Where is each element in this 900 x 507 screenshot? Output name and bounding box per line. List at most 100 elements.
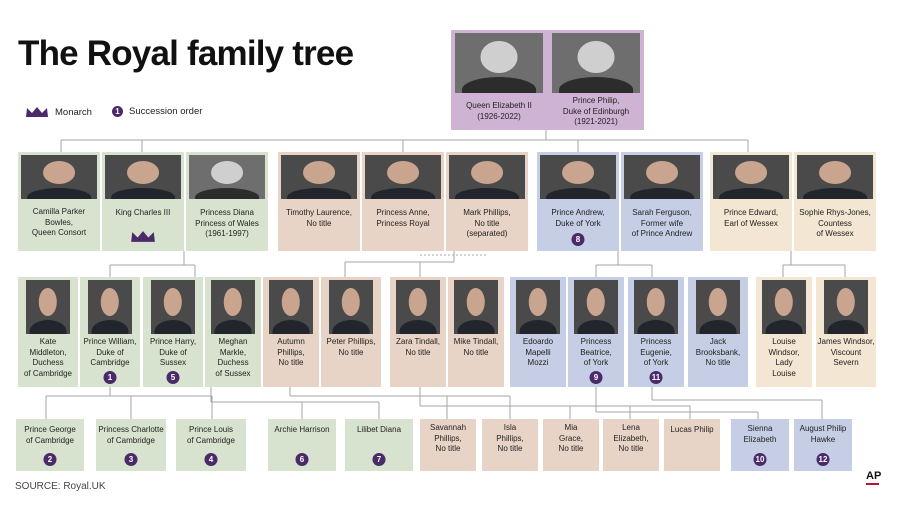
card-prince-louis[interactable]: Prince Louis of Cambridge 4 [176, 419, 246, 471]
portrait-image [574, 280, 618, 334]
person-name: Princess Beatrice, of York [580, 337, 612, 367]
succession-badge: 12 [816, 453, 830, 466]
card-king-charles[interactable]: King Charles III [102, 152, 184, 251]
card-princess-beatrice[interactable]: Princess Beatrice, of York 9 [568, 277, 624, 387]
source-note: SOURCE: Royal.UK [15, 481, 106, 492]
crown-icon [131, 231, 155, 242]
person-name: Camilla Parker Bowles, Queen Consort [31, 207, 87, 237]
person-name: James Windsor, Viscount Severn [817, 337, 875, 367]
page-title: The Royal family tree [18, 34, 354, 73]
person-name: Prince George of Cambridge [24, 425, 76, 445]
portrait-image [21, 155, 97, 199]
person-name: Princess Anne, Princess Royal [376, 208, 430, 228]
person-name: Lena Elizabeth, No title [613, 423, 649, 453]
person-name: Zara Tindall, No title [395, 337, 441, 357]
card-prince-william[interactable]: Prince William, Duke of Cambridge 1 [80, 277, 140, 387]
portrait-image [88, 280, 132, 334]
card-archie-harrison[interactable]: Archie Harrison 6 [268, 419, 336, 471]
card-meghan-markle[interactable]: Meghan Markle, Duchess of Sussex [205, 277, 261, 387]
card-prince-andrew[interactable]: Prince Andrew, Duke of York 8 [537, 152, 619, 251]
couple-queen-philip: Queen Elizabeth II (1926-2022) Prince Ph… [451, 30, 644, 130]
crown-icon [26, 107, 48, 117]
card-isla-phillips[interactable]: Isla Phillips, No title [482, 419, 538, 471]
succession-badge: 6 [295, 453, 309, 466]
card-zara-tindall[interactable]: Zara Tindall, No title [390, 277, 446, 387]
person-name: King Charles III [115, 208, 171, 217]
person-name: Princess Charlotte of Cambridge [98, 425, 164, 445]
succession-badge: 8 [571, 233, 585, 246]
card-savannah-phillips[interactable]: Savannah Phillips, No title [420, 419, 476, 471]
card-james-windsor[interactable]: James Windsor, Viscount Severn [816, 277, 876, 387]
person-name: Louise Windsor, Lady Louise [768, 337, 800, 378]
person-name: Prince Andrew, Duke of York [551, 208, 605, 228]
card-august-philip-hawke[interactable]: August Philip Hawke 12 [794, 419, 852, 471]
person-name: Edoardo Mapelli Mozzi [522, 337, 554, 367]
succession-symbol: 1 [112, 106, 123, 117]
card-princess-diana[interactable]: Princess Diana Princess of Wales (1961-1… [186, 152, 268, 251]
person-name: Timothy Laurence, No title [286, 208, 352, 228]
person-name: Meghan Markle, Duchess of Sussex [215, 337, 251, 378]
person-name: Lilibet Diana [356, 425, 402, 434]
person-name: Jack Brooksbank, No title [695, 337, 741, 367]
portrait-image [189, 155, 265, 199]
card-prince-george[interactable]: Prince George of Cambridge 2 [16, 419, 84, 471]
card-mia-grace[interactable]: Mia Grace, No title [543, 419, 599, 471]
card-edoardo-mapelli-mozzi[interactable]: Edoardo Mapelli Mozzi [510, 277, 566, 387]
card-princess-charlotte[interactable]: Princess Charlotte of Cambridge 3 [96, 419, 166, 471]
card-camilla[interactable]: Camilla Parker Bowles, Queen Consort [18, 152, 100, 251]
person-name: Isla Phillips, No title [496, 423, 524, 453]
card-mike-tindall[interactable]: Mike Tindall, No title [448, 277, 504, 387]
person-name: Peter Phillips, No title [326, 337, 376, 357]
succession-badge: 5 [166, 371, 180, 384]
portrait-image [824, 280, 868, 334]
card-kate-middleton[interactable]: Kate Middleton, Duchess of Cambridge [18, 277, 78, 387]
portrait-image [516, 280, 560, 334]
card-princess-anne[interactable]: Princess Anne, Princess Royal [362, 152, 444, 251]
portrait-image [762, 280, 806, 334]
person-name: Prince Harry, Duke of Sussex [149, 337, 197, 367]
card-timothy-laurence[interactable]: Timothy Laurence, No title [278, 152, 360, 251]
succession-badge: 9 [589, 371, 603, 384]
succession-badge: 7 [372, 453, 386, 466]
person-name: Autumn Phillips, No title [277, 337, 305, 367]
person-name: Mark Phillips, No title (separated) [463, 208, 511, 238]
portrait-image [455, 33, 543, 93]
person-name: Sienna Elizabeth [743, 424, 777, 444]
card-princess-eugenie[interactable]: Princess Eugenie, of York 11 [628, 277, 684, 387]
card-lilibet-diana[interactable]: Lilibet Diana 7 [345, 419, 413, 471]
card-autumn-phillips[interactable]: Autumn Phillips, No title [263, 277, 319, 387]
succession-badge: 10 [753, 453, 767, 466]
portrait-image [624, 155, 700, 199]
card-queen-elizabeth[interactable]: Queen Elizabeth II (1926-2022) [451, 30, 547, 130]
card-prince-harry[interactable]: Prince Harry, Duke of Sussex 5 [143, 277, 203, 387]
card-prince-edward[interactable]: Prince Edward, Earl of Wessex [710, 152, 792, 251]
card-prince-philip[interactable]: Prince Philip, Duke of Edinburgh (1921-2… [548, 30, 644, 130]
person-name: Prince Louis of Cambridge [186, 425, 236, 445]
person-name: Prince William, Duke of Cambridge [83, 337, 137, 367]
card-peter-phillips[interactable]: Peter Phillips, No title [321, 277, 381, 387]
card-jack-brooksbank[interactable]: Jack Brooksbank, No title [688, 277, 748, 387]
card-sophie-rhys-jones[interactable]: Sophie Rhys-Jones, Countess of Wessex [794, 152, 876, 251]
succession-badge: 2 [43, 453, 57, 466]
person-name: Princess Diana Princess of Wales (1961-1… [195, 208, 259, 238]
card-louise-windsor[interactable]: Louise Windsor, Lady Louise [756, 277, 812, 387]
card-lucas-philip[interactable]: Lucas Philip [664, 419, 720, 471]
person-name: Sarah Ferguson, Former wife of Prince An… [631, 208, 693, 238]
card-sarah-ferguson[interactable]: Sarah Ferguson, Former wife of Prince An… [621, 152, 703, 251]
card-mark-phillips[interactable]: Mark Phillips, No title (separated) [446, 152, 528, 251]
portrait-image [449, 155, 525, 199]
person-name: Mike Tindall, No title [453, 337, 499, 357]
person-name: Kate Middleton, Duchess of Cambridge [23, 337, 73, 378]
card-sienna-elizabeth[interactable]: Sienna Elizabeth 10 [731, 419, 789, 471]
succession-badge: 1 [103, 371, 117, 384]
ap-logo: AP [866, 470, 882, 482]
portrait-image [211, 280, 255, 334]
portrait-image [797, 155, 873, 199]
legend-monarch-label: Monarch [55, 107, 92, 119]
person-name: Prince Edward, Earl of Wessex [723, 208, 779, 228]
person-name: Prince Philip, Duke of Edinburgh (1921-2… [562, 96, 630, 126]
card-lena-elizabeth[interactable]: Lena Elizabeth, No title [603, 419, 659, 471]
portrait-image [26, 280, 70, 334]
